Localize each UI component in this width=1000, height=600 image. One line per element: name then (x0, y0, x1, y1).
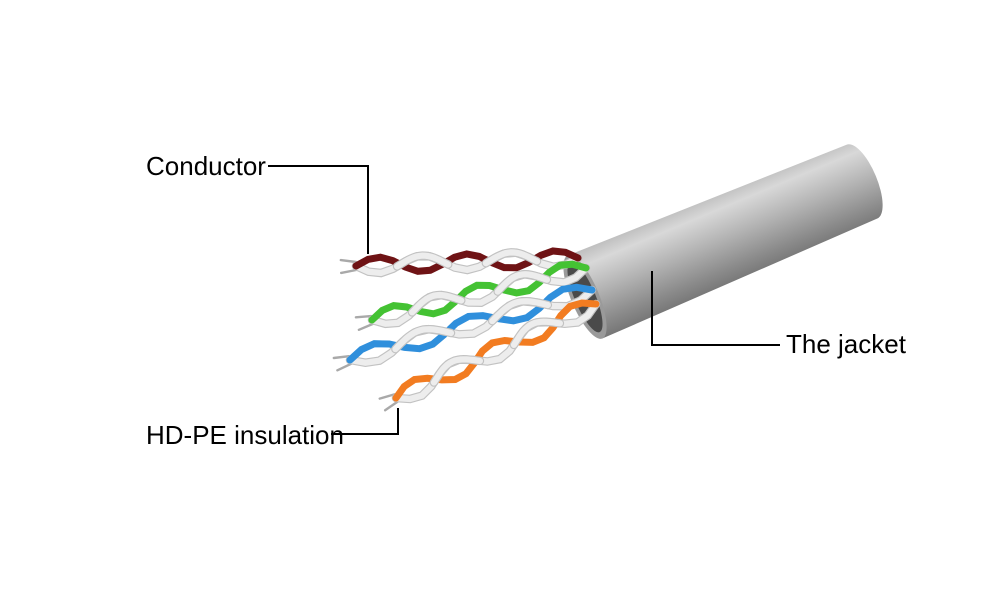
bare-conductor-tip (340, 268, 358, 275)
bare-conductor-tip (354, 314, 373, 319)
white-strand (394, 252, 452, 270)
jacket-label: The jacket (786, 329, 906, 359)
bare-conductor-tip (357, 322, 375, 331)
white-strand (510, 318, 563, 348)
insulation-leader-line (331, 408, 399, 435)
white-strand (352, 249, 582, 277)
brown-white-twisted-pair (339, 247, 583, 278)
orange-strand (392, 299, 600, 402)
orange-white-twisted-pair (378, 299, 601, 412)
white-strand (430, 356, 483, 386)
conductor-leader-line (268, 165, 369, 254)
twisted-pairs-group (332, 247, 601, 412)
white-strand (368, 264, 590, 327)
blue-white-twisted-pair (332, 283, 597, 372)
bare-conductor-tip (336, 362, 353, 372)
hdpe-insulation-label: HD-PE insulation (146, 420, 344, 450)
cable-jacket (563, 144, 883, 339)
green-strand (368, 260, 590, 324)
white-strand (346, 286, 596, 366)
bare-conductor-tip (378, 393, 396, 400)
white-strand (494, 271, 550, 295)
jacket-leader-line (651, 271, 780, 346)
white-strand (392, 300, 600, 403)
conductor-label: Conductor (146, 151, 266, 181)
brown-strand (352, 247, 582, 275)
white-strand (489, 298, 551, 325)
bare-conductor-tip (339, 258, 358, 264)
white-strand (482, 249, 541, 267)
bare-conductor-tip (332, 355, 351, 360)
jacket-tube (567, 144, 883, 339)
leader-lines (268, 165, 780, 435)
bare-conductor-tip (383, 400, 399, 412)
white-strand (409, 291, 465, 316)
white-strand (392, 326, 455, 353)
blue-strand (346, 283, 596, 364)
green-white-twisted-pair (354, 260, 591, 331)
